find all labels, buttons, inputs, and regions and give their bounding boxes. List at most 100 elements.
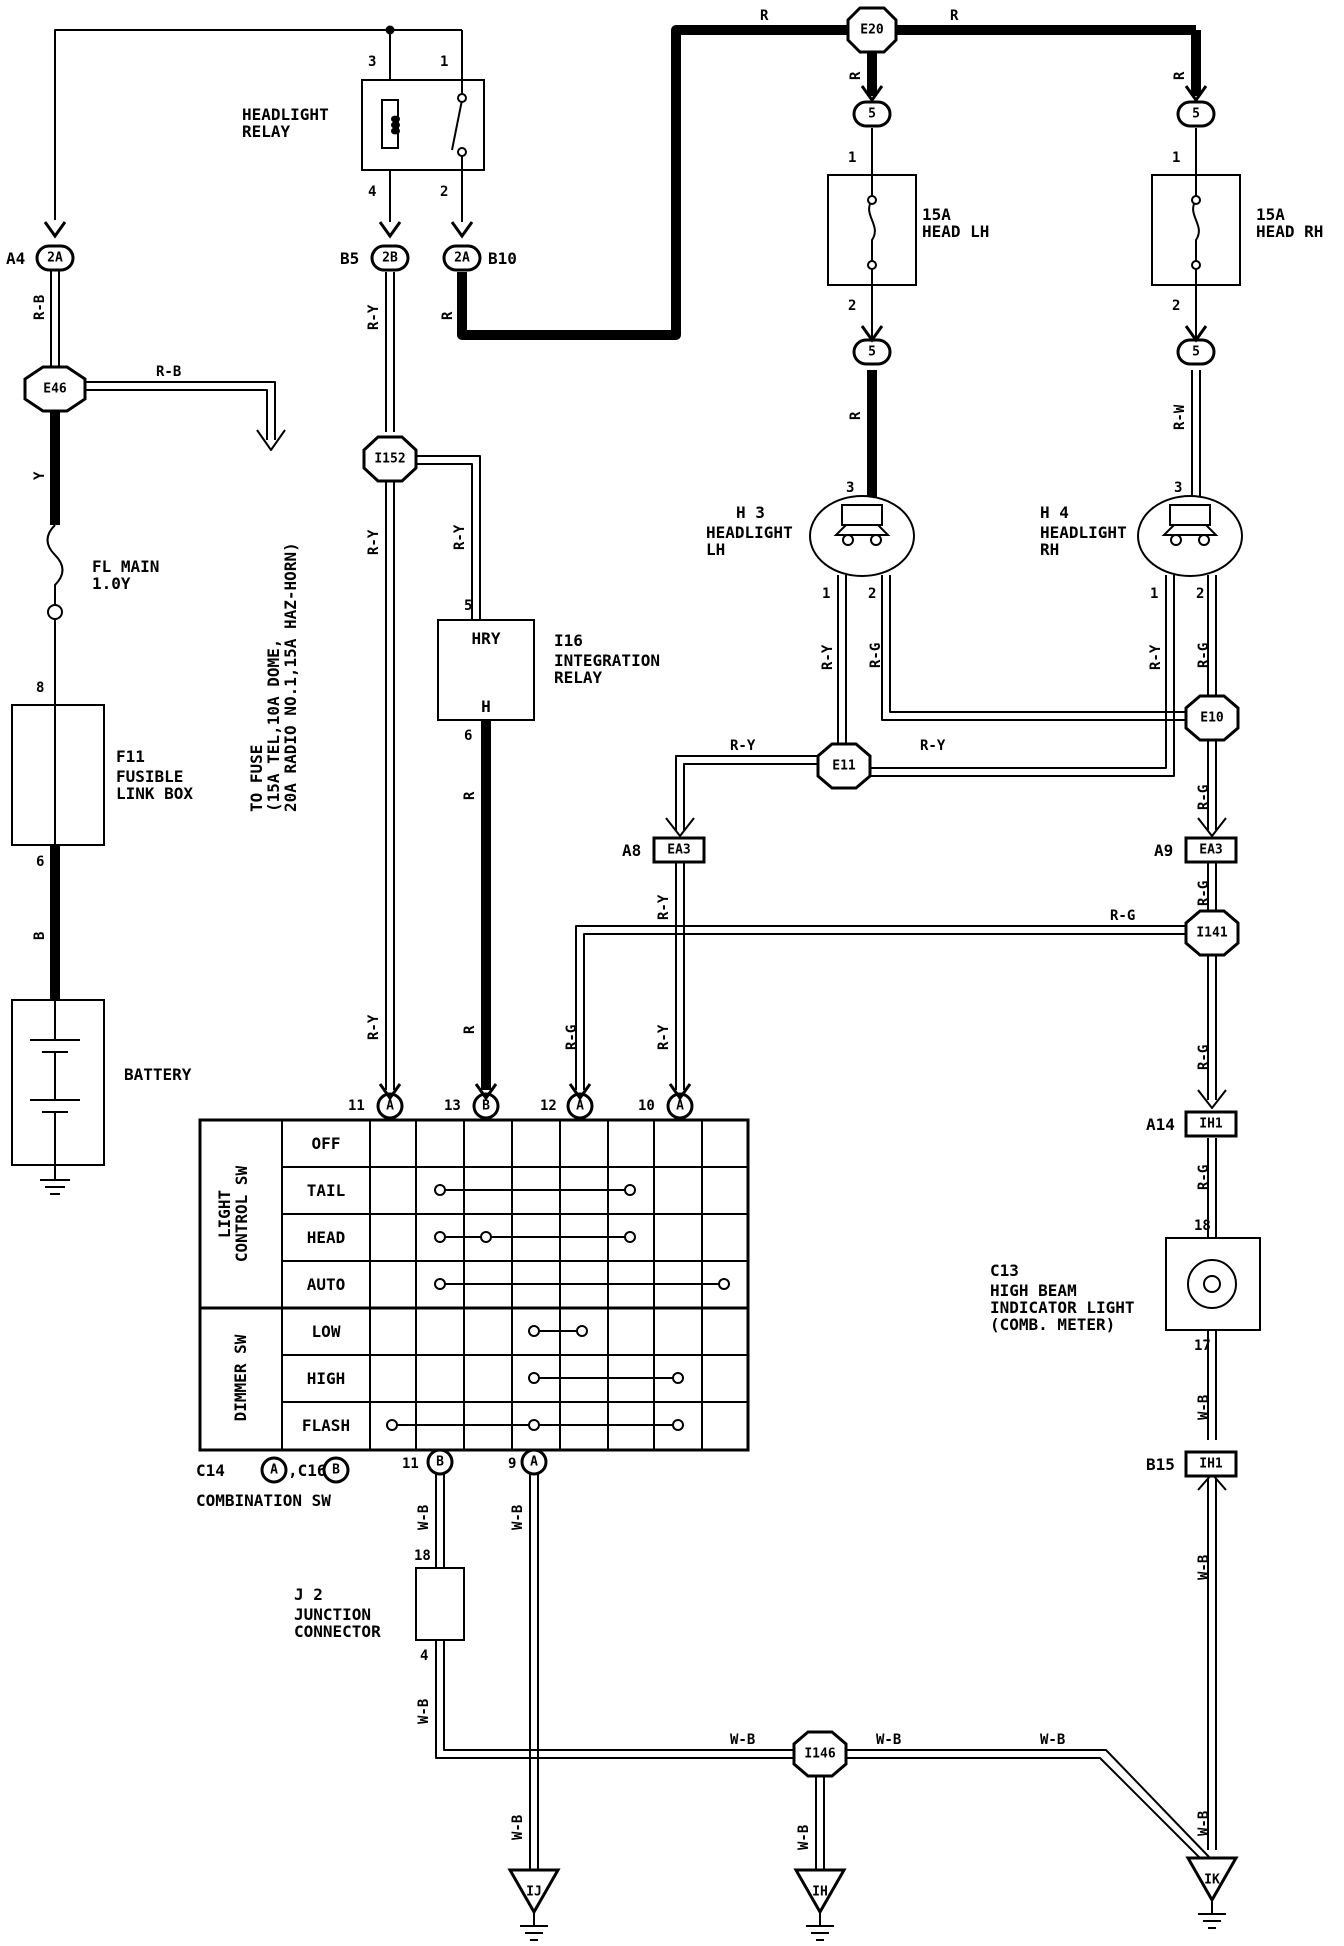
sw-pin-10: 10 (638, 1098, 655, 1114)
headlight-lh (809, 495, 915, 577)
text-line: CONNECTOR (294, 1622, 381, 1641)
fuse-rh-pin-2: 2 (1172, 298, 1180, 314)
components: 000 (11, 79, 1261, 1641)
ground-ih (793, 1868, 847, 1916)
i16-pin-5: 5 (464, 598, 472, 614)
wire-r-i16: R (462, 791, 478, 800)
wire-rg-pin12: R-G (564, 1025, 580, 1050)
f11-ref: F11 (116, 747, 145, 766)
text-line: LIGHT (215, 1190, 234, 1238)
wire-ry-ea3: R-Y (656, 894, 672, 920)
wire-r-top-left: R (760, 8, 769, 24)
row-off: OFF (312, 1134, 341, 1153)
c13-pin-18: 18 (1194, 1218, 1211, 1234)
label-ground-ij: IJ (526, 1885, 542, 1900)
label-pin-9a: A (530, 1455, 538, 1470)
text-line: INTEGRATION (554, 651, 660, 670)
text-line: 15A (1256, 205, 1285, 224)
text-line: CONTROL SW (232, 1165, 251, 1262)
text-line: FL MAIN (92, 557, 159, 576)
hl-rh-ref: H 4 (1040, 503, 1069, 522)
hl-lh-pin-2: 2 (868, 586, 876, 602)
fuse-lh-pin-1: 1 (848, 150, 856, 166)
connector-e46 (23, 365, 87, 413)
label-e10: E10 (1200, 711, 1224, 726)
text-line: TO FUSE (247, 745, 266, 812)
f11-pin-6: 6 (36, 854, 44, 870)
headlight-rh (1137, 495, 1243, 577)
wire-b: B (32, 932, 48, 940)
grounds (507, 1856, 1239, 1941)
wire-wb-mid: W-B (876, 1732, 901, 1748)
label-2a-b10: 2A (454, 251, 470, 266)
label-2a-a4: 2A (47, 251, 63, 266)
labels: E20 E46 I152 E10 E11 I141 I146 2A 2B 2A … (6, 8, 1323, 1900)
fuse-head-rh (1151, 174, 1241, 286)
wire-ry-lh1: R-Y (820, 644, 836, 670)
wire-ry-e11-left: R-Y (730, 738, 756, 754)
wire-r-b10: R (440, 311, 456, 320)
high-beam-indicator (1165, 1237, 1261, 1331)
combination-switch-table (198, 1118, 750, 1452)
text-line: HEAD LH (922, 222, 989, 241)
i16-pin-6: 6 (464, 728, 472, 744)
wire-rb-e46: R-B (156, 364, 181, 380)
relay-pin-3: 3 (368, 54, 376, 70)
wire-rg-lh2: R-G (868, 643, 884, 668)
label-e11: E11 (832, 759, 856, 774)
wire-ry-e11-right: R-Y (920, 738, 946, 754)
row-tail: TAIL (307, 1181, 346, 1200)
headlight-relay (361, 79, 485, 171)
row-flash: FLASH (302, 1416, 350, 1435)
wire-r-rh-down: R (1172, 71, 1188, 80)
dimmer-sw-label: DIMMER SW (231, 1334, 250, 1421)
i16-ref: I16 (554, 631, 583, 650)
label-e46: E46 (43, 382, 67, 397)
j2-pin-18: 18 (414, 1548, 431, 1564)
text-line: (COMB. METER) (990, 1315, 1115, 1334)
wire-r-i16-low: R (462, 1025, 478, 1034)
text-line: 20A RADIO NO.1,15A HAZ-HORN) (281, 542, 300, 812)
text-line: HEADLIGHT (706, 523, 793, 542)
connector-e10 (1184, 694, 1240, 742)
combo-ref-c16: ,C16 (288, 1461, 327, 1480)
junction-connector (415, 1567, 465, 1641)
j2-ref: J 2 (294, 1585, 323, 1604)
hl-lh-pin-3: 3 (846, 480, 854, 496)
relay-pin-4: 4 (368, 184, 376, 200)
fusible-link-box (11, 704, 105, 846)
wire-rg-i141-down: R-G (1196, 1045, 1212, 1070)
text-line: INDICATOR LIGHT (990, 1298, 1135, 1317)
wire-ry-i152: R-Y (452, 524, 468, 550)
text-line: (15A TEL,10A DOME, (264, 639, 283, 812)
text-line: FUSIBLE (116, 767, 183, 786)
label-pin-10a: A (676, 1099, 684, 1114)
connector-i146 (792, 1730, 848, 1778)
terminal-arrows (43, 85, 1208, 1101)
ground-ij (507, 1868, 561, 1916)
label-pin-13b: B (482, 1099, 490, 1114)
wire-wb-ik: W-B (1196, 1811, 1212, 1836)
row-low: LOW (312, 1322, 341, 1341)
fuse-rh-pin-1: 1 (1172, 150, 1180, 166)
sw-pin-11b: 11 (402, 1456, 419, 1472)
label-i146: I146 (804, 1747, 835, 1762)
wire-ry-b5: R-Y (366, 304, 382, 330)
wire-ry-b5-low: R-Y (366, 529, 382, 555)
connector-shapes (23, 6, 1240, 1778)
wire-ry-rh1: R-Y (1148, 644, 1164, 670)
i16-h: H (481, 697, 491, 716)
fuse-lh-pin-2: 2 (848, 298, 856, 314)
label-pin-12a: A (576, 1099, 584, 1114)
battery-label: BATTERY (124, 1065, 192, 1084)
relay-pin-2: 2 (440, 184, 448, 200)
label-ground-ik: IK (1204, 1873, 1220, 1888)
label-ih1-b15: IH1 (1199, 1457, 1223, 1472)
label-5-rh-top: 5 (1192, 107, 1200, 122)
text-line: RH (1040, 540, 1059, 559)
